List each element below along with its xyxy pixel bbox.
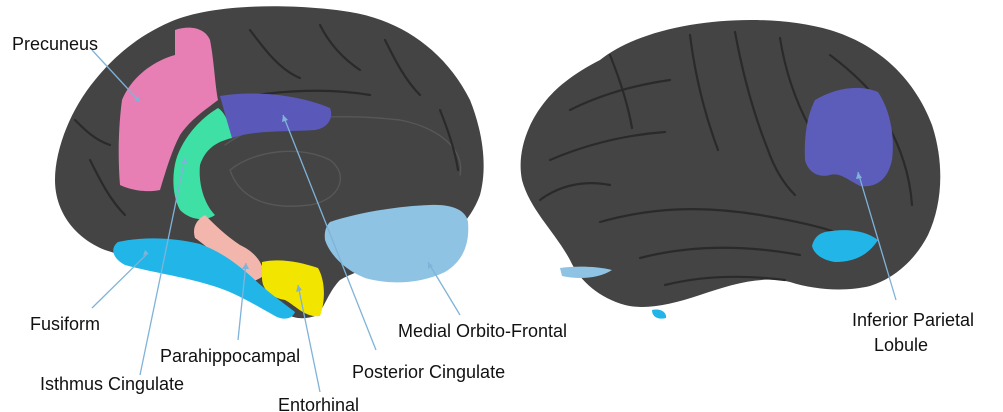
region-lateral-fusiform-spot [652, 309, 666, 318]
label-posterior-cingulate: Posterior Cingulate [352, 362, 505, 382]
label-fusiform: Fusiform [30, 314, 100, 334]
lateral-brain-view [521, 20, 941, 319]
label-entorhinal: Entorhinal [278, 395, 359, 412]
label-precuneus: Precuneus [12, 34, 98, 54]
label-parahippocampal: Parahippocampal [160, 346, 300, 366]
label-isthmus-cingulate: Isthmus Cingulate [40, 374, 184, 394]
label-inferior-parietal-line2: Lobule [874, 335, 928, 355]
label-medial-orbito-frontal: Medial Orbito-Frontal [398, 321, 567, 341]
label-inferior-parietal-line1: Inferior Parietal [852, 310, 974, 330]
region-inferior-parietal [805, 88, 893, 186]
medial-brain-view [55, 6, 484, 318]
